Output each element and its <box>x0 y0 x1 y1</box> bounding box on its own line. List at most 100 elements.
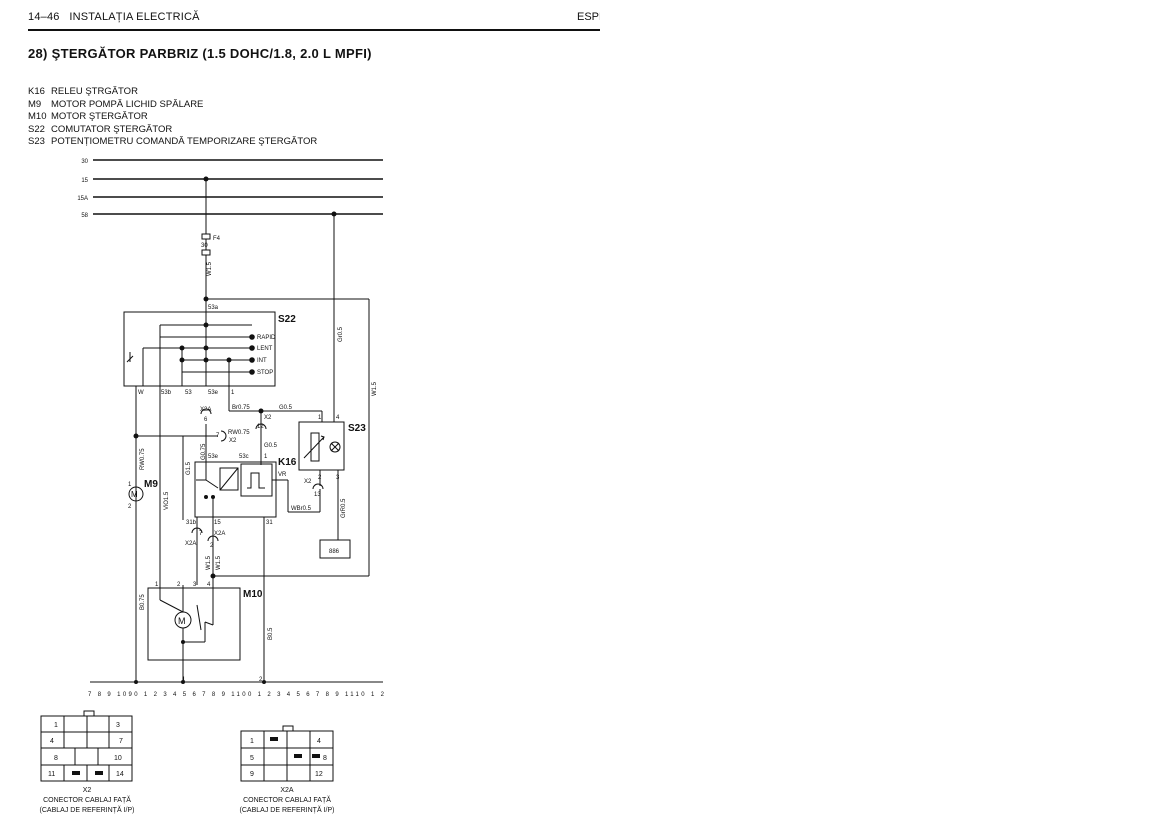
fuse-name: F4 <box>213 236 221 242</box>
connector-name: X2A <box>280 787 294 794</box>
terminal-label: 53e <box>208 390 219 396</box>
ruler-numbers: 7 8 9 1090 1 2 3 4 5 6 7 8 9 1100 1 2 3 … <box>88 692 385 698</box>
pin-label: 3 <box>116 722 120 729</box>
switch-position: LENT <box>257 346 273 352</box>
fuse-f4: F4 30 W1.5 53a <box>201 179 221 311</box>
connector-caption: CONECTOR CABLAJ FAȚĂ <box>243 795 331 804</box>
terminal-label: 1 <box>264 454 268 460</box>
connector-label: X2 <box>229 438 237 444</box>
connector-caption: CONECTOR CABLAJ FAȚĂ <box>43 795 131 804</box>
connector-pin: 7 <box>199 531 203 537</box>
connector-name: X2 <box>83 787 92 794</box>
wire-label: G0.5 <box>279 405 293 411</box>
terminal-label: 2 <box>177 582 181 588</box>
connector-x2a: 1 4 5 8 9 12 X2A CONECTOR CABLAJ FAȚĂ (C… <box>240 725 335 814</box>
switch-position: STOP <box>257 370 273 376</box>
section-title: INSTALAȚIA ELECTRICĂ <box>69 11 200 23</box>
ground-point-label: 2 <box>259 677 263 683</box>
connector-x2: 1 3 4 7 8 10 11 14 X2 CONECTOR CABLAJ FA… <box>40 710 135 814</box>
pin-label: 11 <box>48 771 55 778</box>
pin-label: 1 <box>250 738 254 745</box>
pin-label: 5 <box>250 755 254 762</box>
pin-label: 9 <box>250 771 254 778</box>
wire-label: VR <box>278 472 287 478</box>
bus-label-58: 58 <box>81 213 88 219</box>
bus-label-15a: 15A <box>77 196 88 202</box>
pin-label: 7 <box>119 738 123 745</box>
terminal-label: 15 <box>214 520 221 526</box>
wire-label: W1.5 <box>207 261 213 276</box>
terminal-label: 31 <box>266 520 273 526</box>
s23-potentiometer: S23 1 4 2 3 X2 13 WBr0.5 GrR0.5 886 <box>288 411 366 559</box>
connector-pin: 2 <box>210 543 214 549</box>
terminal-label: 53e <box>208 454 219 460</box>
s22-wiper-switch: S22 RAPID LENT INT STOP W 53b 53 53e 1 <box>123 310 296 396</box>
wire-label: W1.5 <box>216 555 222 570</box>
diagram-title: 28) ŞTERGĂTOR PARBRIZ (1.5 DOHC/1.8, 2.0… <box>28 46 372 61</box>
pin-label: 8 <box>323 755 327 762</box>
wire-label: B0.75 <box>140 594 146 610</box>
ref-886: 886 <box>329 549 340 555</box>
pin-label: 12 <box>315 771 323 778</box>
terminal-label: 2 <box>128 504 132 510</box>
pin-label: 10 <box>114 755 122 762</box>
connector-label: X2A <box>214 531 225 537</box>
connector-label: X2 <box>304 479 312 485</box>
wire-label: G0.75 <box>201 443 207 460</box>
terminal-label: 1 <box>128 482 132 488</box>
s22-label: S22 <box>278 314 296 325</box>
connector-label: X2 <box>264 415 272 421</box>
bus-label-15: 15 <box>81 178 88 184</box>
wire-label: W1.5 <box>372 381 378 396</box>
terminal-label: 53 <box>185 390 192 396</box>
svg-text:M: M <box>131 490 138 499</box>
ground-point-label: 1 <box>182 677 186 683</box>
header-rule <box>28 29 600 31</box>
ground-ruler: 1 2 7 8 9 1090 1 2 3 4 5 6 7 8 9 1100 1 … <box>88 677 385 698</box>
pin-label: 1 <box>54 722 58 729</box>
connector-caption: (CABLAJ DE REFERINȚĂ I/P) <box>40 805 135 814</box>
terminal-label: 4 <box>207 582 211 588</box>
connector-label: X2A <box>185 541 196 547</box>
connector-caption: (CABLAJ DE REFERINȚĂ I/P) <box>240 805 335 814</box>
fuse-rating: 30 <box>201 243 208 249</box>
pin-label: 8 <box>54 755 58 762</box>
terminal-label: 1 <box>155 582 159 588</box>
m9-washer-pump-motor: M M9 1 2 B0.75 <box>128 479 158 610</box>
k16-wiper-relay: K16 VR 53e 53c 1 31b 15 31 <box>186 454 297 526</box>
connector-pin: 7 <box>216 433 220 439</box>
terminal-label: 53a <box>208 305 219 311</box>
pin-label: 4 <box>317 738 321 745</box>
wire-label: Br0.75 <box>232 405 250 411</box>
wire-label: WBr0.5 <box>291 506 312 512</box>
wire-label: Gr0.5 <box>338 326 344 342</box>
wire-label: B0.5 <box>268 627 274 640</box>
power-bus: 30 15 15A 58 <box>77 159 383 219</box>
m10-wiper-motor: M10 1 2 3 4 M <box>147 582 263 680</box>
wire-label: RW0.75 <box>228 430 250 436</box>
switch-position: RAPID <box>257 335 276 341</box>
bus-label-30: 30 <box>81 159 88 165</box>
wire-label: RW0.75 <box>140 448 146 470</box>
terminal-label: 31b <box>186 520 197 526</box>
m10-label: M10 <box>243 589 263 600</box>
pin-label: 4 <box>50 738 54 745</box>
s23-label: S23 <box>348 423 366 434</box>
terminal-label: 1 <box>318 415 322 421</box>
page-number: 14–46 <box>28 11 60 23</box>
page-header: 14–46 INSTALAȚIA ELECTRICĂ <box>28 11 200 23</box>
pin-label: 14 <box>116 771 124 778</box>
wire-label: G1.5 <box>186 461 192 475</box>
wire-label: GrR0.5 <box>341 498 347 518</box>
terminal-label: 53c <box>239 454 249 460</box>
connector-pin: 6 <box>204 417 208 423</box>
header-right-text: ESPEI <box>577 11 600 23</box>
wire-label: W1.5 <box>206 555 212 570</box>
connector-pin: 13 <box>314 492 321 498</box>
